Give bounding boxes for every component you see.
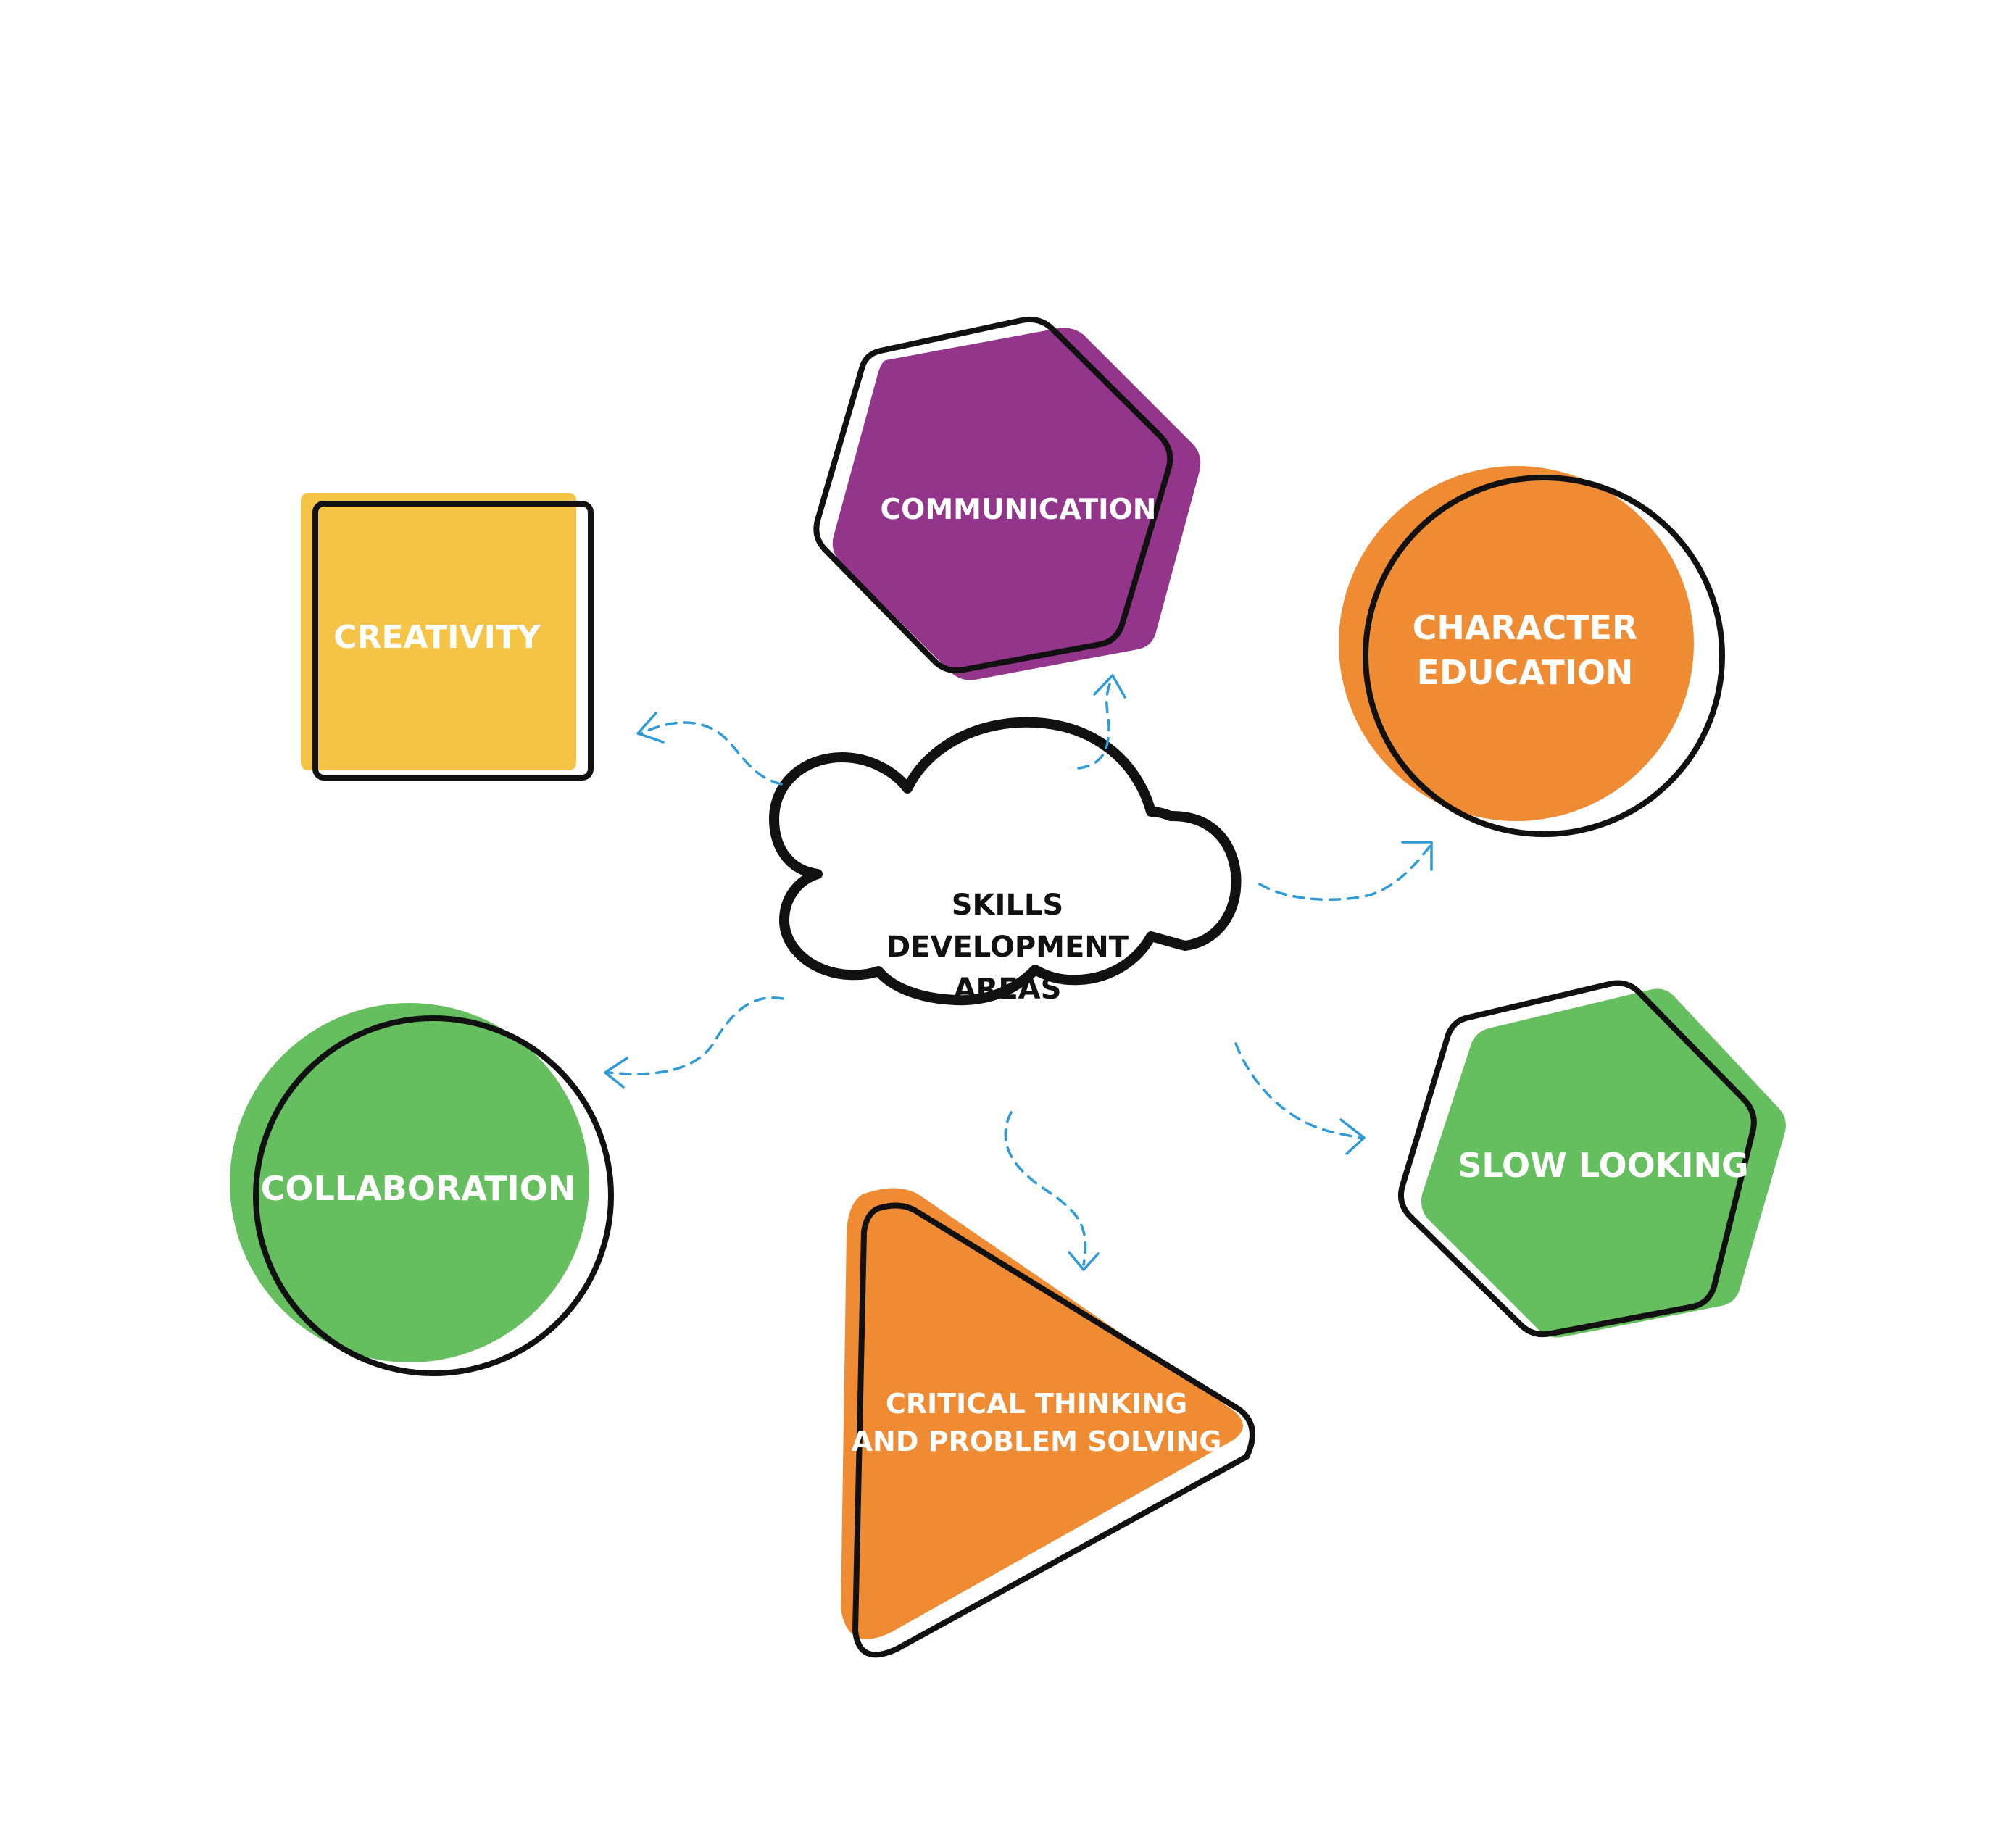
node-creativity: CREATIVITY xyxy=(301,493,594,781)
arrowhead-critical xyxy=(1068,1251,1100,1271)
collaboration-label: COLLABORATION xyxy=(261,1169,576,1208)
arrowhead-character xyxy=(1401,841,1433,871)
collaboration-fill xyxy=(230,1003,589,1362)
node-slow-looking: SLOW LOOKING xyxy=(1398,980,1786,1338)
node-critical-thinking: CRITICAL THINKING AND PROBLEM SOLVING xyxy=(841,1188,1255,1658)
connector-to-collaboration xyxy=(607,996,784,1075)
connector-to-character xyxy=(1258,843,1433,901)
character-education-fill xyxy=(1339,466,1694,821)
character-education-outline xyxy=(1363,475,1725,837)
creativity-outline xyxy=(312,501,594,781)
slow-looking-outline xyxy=(1398,980,1757,1338)
communication-label: COMMUNICATION xyxy=(881,494,1157,526)
collaboration-outline xyxy=(253,1015,614,1376)
node-communication: COMMUNICATION xyxy=(813,316,1201,680)
arrowhead-slow-looking xyxy=(1339,1118,1366,1155)
critical-thinking-label-line2: AND PROBLEM SOLVING xyxy=(852,1425,1222,1457)
slow-looking-fill xyxy=(1421,988,1786,1338)
connectors xyxy=(604,674,1433,1271)
slow-looking-label: SLOW LOOKING xyxy=(1458,1146,1749,1185)
cloud-outline xyxy=(769,717,1242,1006)
arrowhead-communication xyxy=(1093,674,1126,699)
center-label-line1: SKILLS xyxy=(952,888,1063,922)
creativity-fill xyxy=(301,493,576,770)
center-cloud: SKILLS DEVELOPMENT AREAS xyxy=(769,717,1242,1006)
connector-to-creativity xyxy=(640,721,783,786)
communication-outline xyxy=(813,316,1173,674)
critical-thinking-outline xyxy=(852,1202,1255,1658)
critical-thinking-fill xyxy=(841,1188,1243,1639)
center-label-line3: AREAS xyxy=(954,973,1062,1006)
arrowhead-creativity xyxy=(636,712,665,744)
node-character-education: CHARACTER EDUCATION xyxy=(1339,466,1725,837)
creativity-label: CREATIVITY xyxy=(333,619,541,656)
arrowhead-collaboration xyxy=(604,1057,628,1089)
center-label-line2: DEVELOPMENT xyxy=(886,931,1129,964)
connector-to-communication xyxy=(1077,676,1114,770)
critical-thinking-label-line1: CRITICAL THINKING xyxy=(886,1388,1187,1420)
connector-to-critical xyxy=(1004,1111,1087,1266)
connector-to-slow-looking xyxy=(1234,1042,1364,1139)
character-education-label-line2: EDUCATION xyxy=(1417,653,1634,692)
communication-fill xyxy=(832,328,1201,680)
character-education-label-line1: CHARACTER xyxy=(1413,608,1638,647)
node-collaboration: COLLABORATION xyxy=(230,1003,614,1376)
